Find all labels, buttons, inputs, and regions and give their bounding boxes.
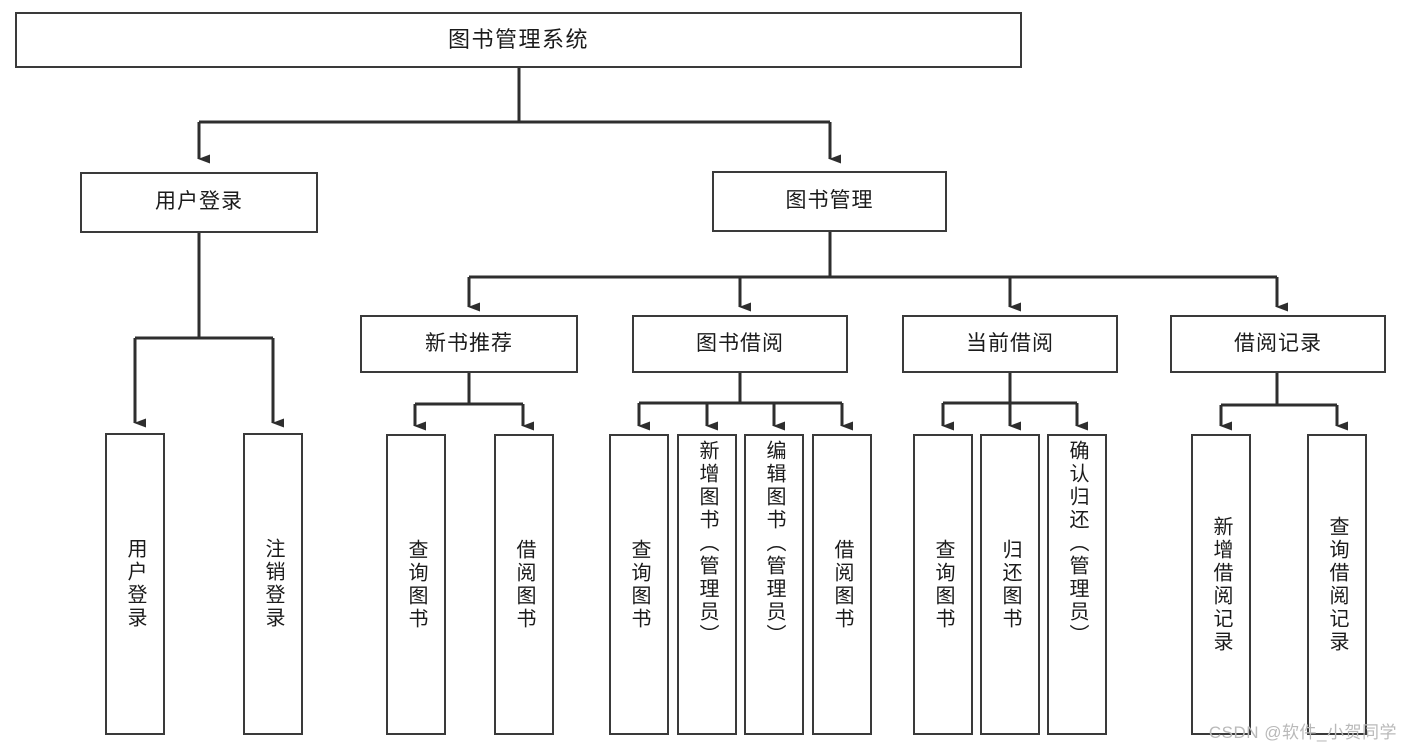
node-label: 新增借阅记录 [1210, 515, 1232, 654]
node-label: 新书推荐 [425, 331, 513, 355]
node-label: 图书管理 [785, 189, 874, 213]
node-label: 借阅图书 [513, 538, 535, 631]
node-label: 归还图书 [999, 538, 1021, 631]
leaf-add-book-admin[interactable]: 新增图书（管理员） [677, 434, 737, 735]
leaf-return-book[interactable]: 归还图书 [980, 434, 1040, 735]
node-label: 查询图书 [932, 538, 954, 631]
node-label: 用户登录 [124, 538, 146, 630]
node-label: 图书借阅 [696, 331, 784, 355]
leaf-add-borrow-record[interactable]: 新增借阅记录 [1191, 434, 1251, 735]
node-root-system[interactable]: 图书管理系统 [15, 12, 1022, 68]
node-label: 借阅记录 [1234, 331, 1322, 355]
leaf-query-borrow-record[interactable]: 查询借阅记录 [1307, 434, 1367, 735]
node-book-management[interactable]: 图书管理 [712, 171, 947, 232]
leaf-query-book-recommend[interactable]: 查询图书 [386, 434, 446, 735]
leaf-borrow-book[interactable]: 借阅图书 [812, 434, 872, 735]
leaf-edit-book-admin[interactable]: 编辑图书（管理员） [744, 434, 804, 735]
node-new-book-recommend[interactable]: 新书推荐 [360, 315, 578, 373]
node-label: 图书管理系统 [447, 27, 589, 53]
csdn-watermark: CSDN @软件_小贺同学 [1208, 723, 1397, 742]
node-current-borrow[interactable]: 当前借阅 [902, 315, 1118, 373]
node-label: 确认归还（管理员） [1066, 440, 1088, 647]
node-user-login[interactable]: 用户登录 [80, 172, 318, 233]
node-label: 查询图书 [628, 538, 650, 631]
node-label: 新增图书（管理员） [696, 440, 718, 647]
node-label: 查询图书 [405, 538, 427, 631]
node-label: 借阅图书 [831, 538, 853, 631]
node-borrow-record[interactable]: 借阅记录 [1170, 315, 1386, 373]
node-label: 查询借阅记录 [1326, 515, 1348, 654]
leaf-logout[interactable]: 注销登录 [243, 433, 303, 735]
node-label: 注销登录 [262, 538, 284, 630]
leaf-borrow-book-recommend[interactable]: 借阅图书 [494, 434, 554, 735]
leaf-query-book-borrow[interactable]: 查询图书 [609, 434, 669, 735]
leaf-user-login[interactable]: 用户登录 [105, 433, 165, 735]
leaf-query-book-current[interactable]: 查询图书 [913, 434, 973, 735]
node-label: 编辑图书（管理员） [763, 440, 785, 647]
node-book-borrow[interactable]: 图书借阅 [632, 315, 848, 373]
node-label: 当前借阅 [966, 331, 1054, 355]
leaf-confirm-return-admin[interactable]: 确认归还（管理员） [1047, 434, 1107, 735]
node-label: 用户登录 [155, 190, 243, 214]
